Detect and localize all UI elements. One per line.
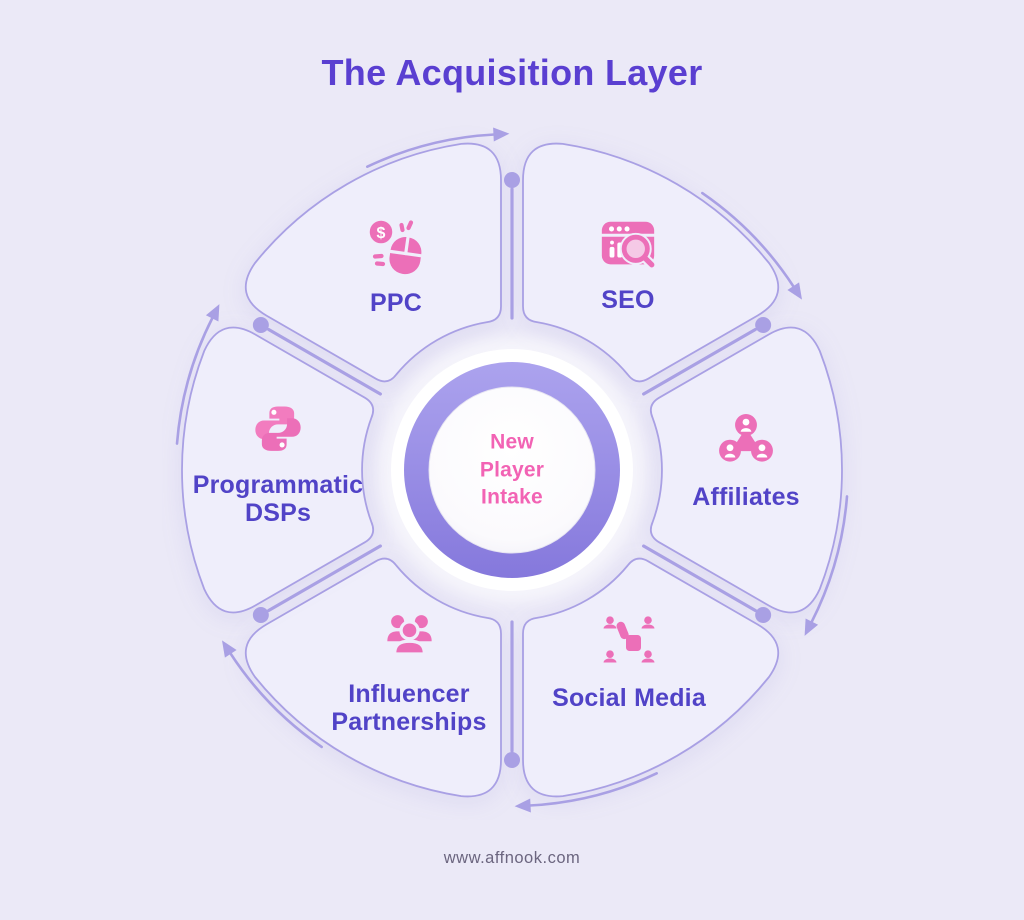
seo-browser-search-icon bbox=[600, 221, 658, 271]
segment-social-media: Social Media bbox=[509, 608, 749, 712]
segment-ppc: $ PPC bbox=[286, 213, 506, 317]
petal-influencer-partnerships bbox=[244, 557, 502, 798]
flow-arrow-curve bbox=[175, 316, 214, 445]
flow-arrowhead bbox=[222, 640, 237, 658]
python-logo-icon bbox=[255, 406, 301, 451]
website-url: www.affnook.com bbox=[443, 849, 581, 867]
petal-ppc bbox=[244, 142, 502, 383]
flow-arrow-curve bbox=[528, 772, 658, 807]
flow-arrow-curve bbox=[366, 133, 496, 168]
center-line-2: Player bbox=[479, 458, 545, 482]
spoke bbox=[267, 544, 382, 613]
center-line-1: New bbox=[490, 430, 534, 454]
petal-programmatic-dsps bbox=[181, 326, 375, 614]
petal-social-media bbox=[522, 557, 780, 798]
segment-label-affiliates: Affiliates bbox=[692, 483, 800, 511]
spoke bbox=[267, 327, 382, 396]
flow-arrowhead bbox=[493, 127, 510, 142]
page-title: The Acquisition Layer bbox=[321, 52, 703, 93]
flow-arrow-curve bbox=[810, 495, 849, 624]
center-hub bbox=[379, 337, 645, 603]
segment-seo: SEO bbox=[518, 212, 738, 314]
segment-label-influencer-partnerships: Influencer Partnerships bbox=[331, 680, 487, 736]
segment-affiliates: Affiliates bbox=[626, 409, 866, 511]
affiliates-network-icon bbox=[719, 414, 773, 462]
spokes-and-arrows bbox=[175, 127, 849, 813]
spoke-dot bbox=[252, 317, 269, 333]
center-label: New Player Intake bbox=[480, 428, 544, 511]
ppc-coin-mouse-icon: $ bbox=[367, 218, 423, 275]
center-line-3: Intake bbox=[481, 485, 543, 509]
flow-arrowhead bbox=[205, 304, 220, 322]
segment-label-seo: SEO bbox=[601, 286, 655, 314]
segment-label-social-media: Social Media bbox=[552, 684, 706, 712]
petal-affiliates bbox=[649, 326, 843, 614]
spoke-dot bbox=[504, 172, 520, 188]
flow-arrowhead bbox=[514, 798, 531, 813]
spoke-dot bbox=[755, 317, 772, 333]
spoke-dot bbox=[252, 607, 269, 623]
social-media-thumbs-up-icon bbox=[603, 616, 655, 663]
segment-label-ppc: PPC bbox=[369, 289, 422, 317]
center-inner-circle bbox=[428, 386, 596, 554]
flow-arrow-curve bbox=[701, 191, 796, 289]
svg-text:$: $ bbox=[377, 225, 386, 242]
segment-label-programmatic-dsps: Programmatic DSPs bbox=[192, 471, 364, 527]
flow-arrow-curve bbox=[228, 651, 323, 749]
spoke-dot bbox=[504, 752, 520, 768]
flow-arrowhead bbox=[787, 282, 802, 300]
segment-programmatic-dsps: Programmatic DSPs bbox=[178, 401, 378, 527]
spoke bbox=[642, 544, 757, 613]
flow-arrowhead bbox=[804, 618, 819, 636]
spoke bbox=[642, 327, 757, 396]
influencer-people-group-icon bbox=[386, 615, 432, 656]
spoke-dot bbox=[755, 607, 772, 623]
segment-influencer-partnerships: Influencer Partnerships bbox=[317, 602, 502, 736]
